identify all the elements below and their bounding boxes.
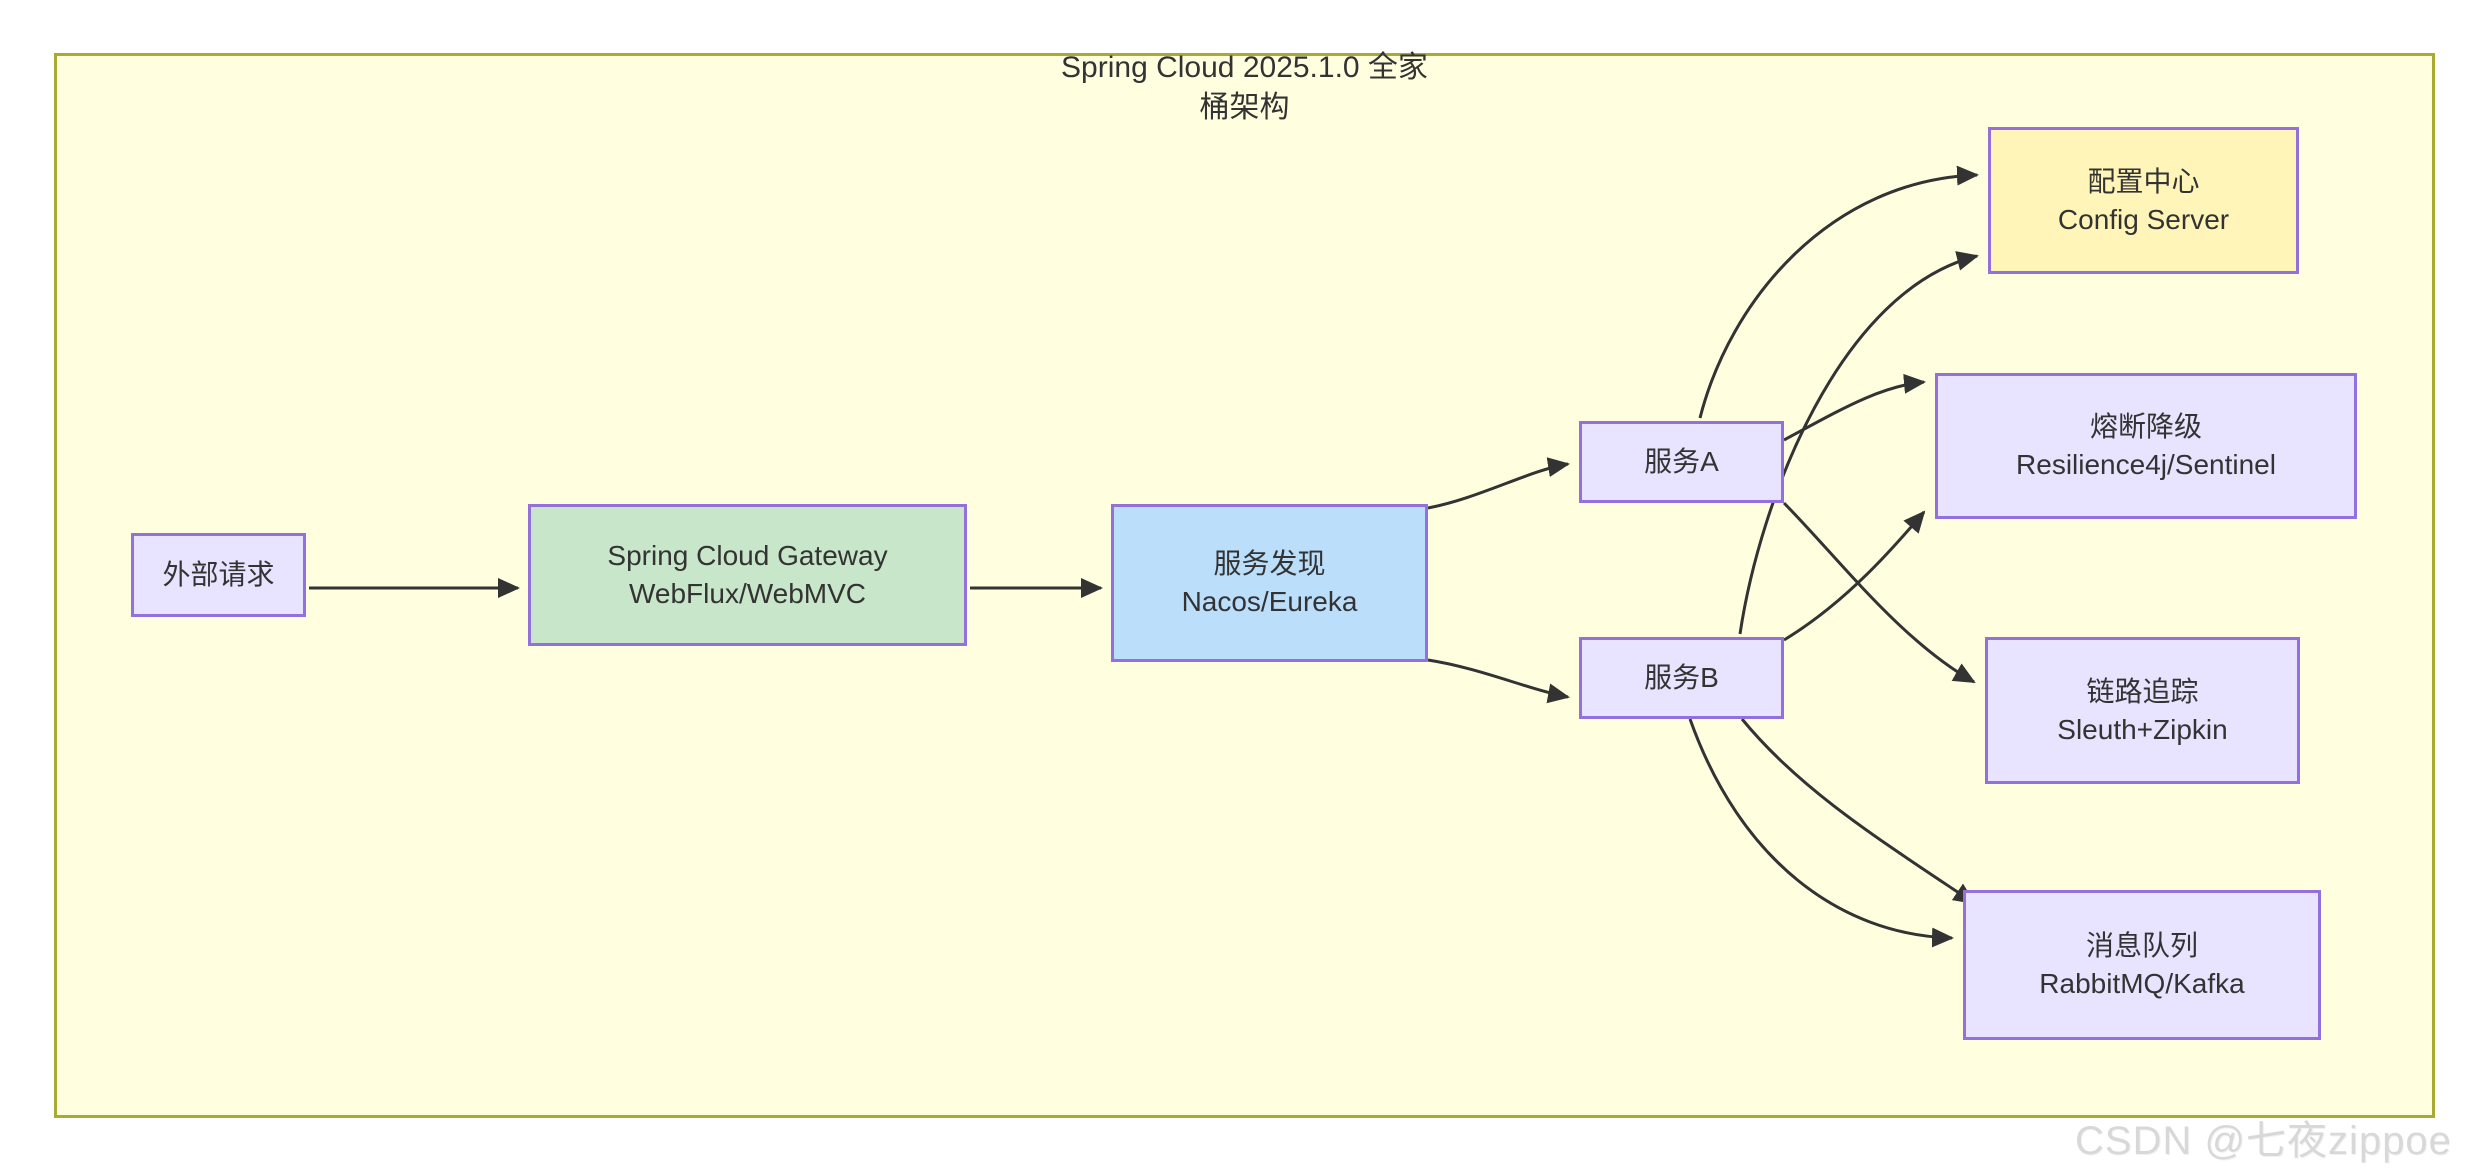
node-label: 消息队列 RabbitMQ/Kafka <box>2039 930 2245 999</box>
node-label: 外部请求 <box>162 559 275 591</box>
node-label: 熔断降级 Resilience4j/Sentinel <box>2016 411 2276 480</box>
node-label: 服务B <box>1644 662 1719 694</box>
node-tracing[interactable]: 链路追踪 Sleuth+Zipkin <box>1985 637 2300 784</box>
node-label: 配置中心 Config Server <box>2057 165 2230 235</box>
node-service-discovery[interactable]: 服务发现 Nacos/Eureka <box>1111 504 1428 662</box>
node-config-server[interactable]: 配置中心 Config Server <box>1988 127 2299 274</box>
node-label: 服务发现 Nacos/Eureka <box>1181 548 1358 617</box>
node-service-b[interactable]: 服务B <box>1579 637 1784 719</box>
node-label: 服务A <box>1644 446 1719 478</box>
node-label: 链路追踪 Sleuth+Zipkin <box>2057 675 2228 745</box>
node-label: Spring Cloud Gateway WebFlux/WebMVC <box>607 540 888 609</box>
watermark: CSDN @七夜zippoe <box>2075 1119 2452 1163</box>
node-gateway[interactable]: Spring Cloud Gateway WebFlux/WebMVC <box>528 504 967 646</box>
node-message-queue[interactable]: 消息队列 RabbitMQ/Kafka <box>1963 890 2321 1040</box>
diagram-title: Spring Cloud 2025.1.0 全家 桶架构 <box>1061 51 1428 124</box>
node-service-a[interactable]: 服务A <box>1579 421 1784 503</box>
node-external-request[interactable]: 外部请求 <box>131 533 306 617</box>
node-circuit-breaker[interactable]: 熔断降级 Resilience4j/Sentinel <box>1935 373 2357 519</box>
